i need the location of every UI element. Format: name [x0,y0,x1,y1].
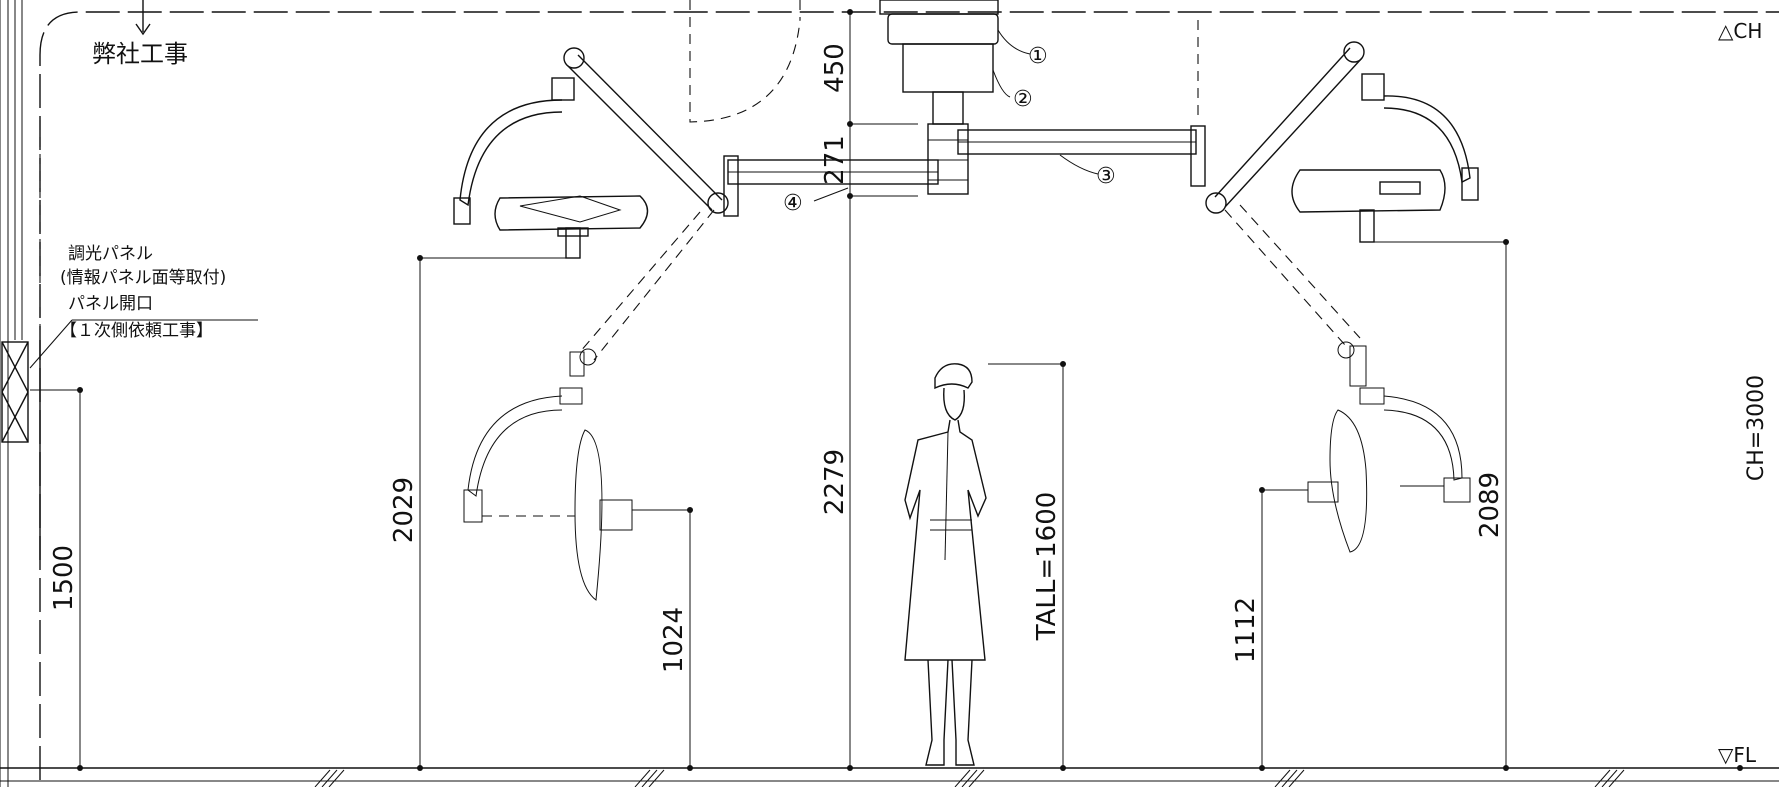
panel-label-line4: 【１次側依頼工事】 [60,321,213,341]
callout-1: ① [1028,44,1048,69]
callout-2: ② [1013,87,1033,112]
panel-label-line1: 調光パネル [68,244,153,264]
nurse-figure [904,363,987,766]
dimension-1024: 1024 [659,607,689,673]
ceiling-mount [723,0,1206,217]
dimension-lines [30,9,1743,771]
ceiling-marker: △CH [1718,19,1762,43]
right-light-lower [1224,204,1471,553]
right-light-upper [1205,41,1479,243]
dimension-2089: 2089 [1475,472,1505,538]
callout-3: ③ [1096,164,1116,189]
company-work-label: 弊社工事 [92,40,188,68]
left-light-upper [453,47,729,259]
left-light-lower [463,209,715,601]
floor-line [0,767,1779,787]
dimmer-panel-box [1,319,258,443]
dashed-references [689,0,1199,123]
dimension-450: 450 [820,43,850,93]
ceiling-height-label: CH=3000 [1744,375,1769,481]
panel-label-line3: パネル開口 [68,294,153,314]
floor-marker: ▽FL [1718,743,1757,767]
callout-leaders [813,29,1099,202]
dimension-2279: 2279 [820,449,850,515]
panel-label-line2: (情報パネル面等取付) [60,268,226,288]
dimension-2029: 2029 [389,477,419,543]
person-height-label: TALL=1600 [1032,492,1062,642]
dimension-1112: 1112 [1231,597,1261,663]
callout-4: ④ [783,191,803,216]
dimension-1500: 1500 [49,545,79,611]
dimension-271: 271 [820,135,850,185]
